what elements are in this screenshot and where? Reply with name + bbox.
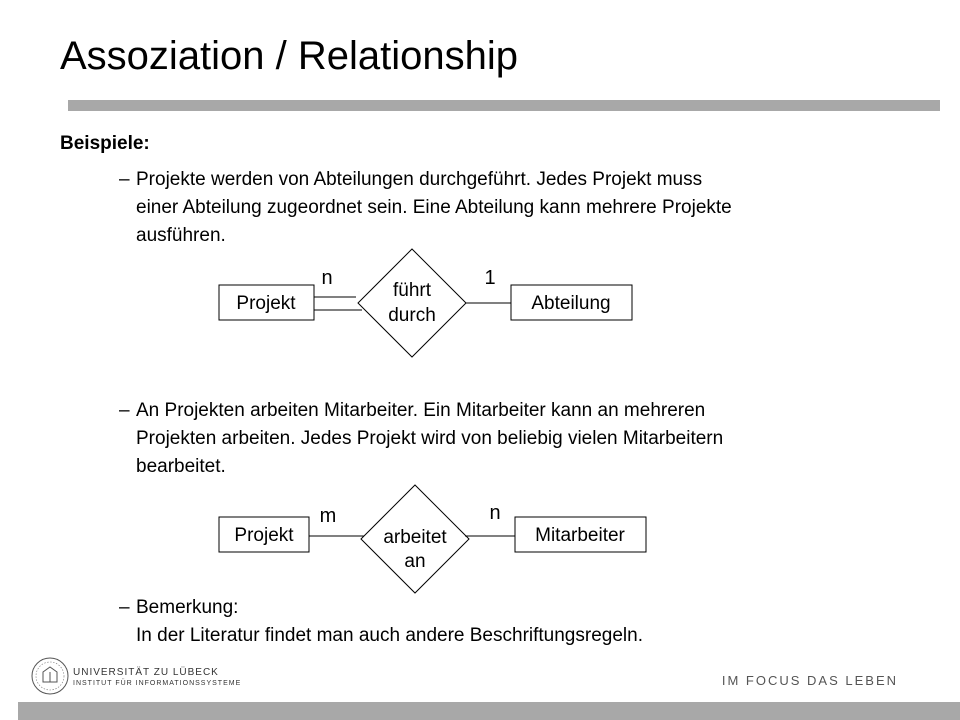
university-seal-logo <box>31 657 69 695</box>
entity-label-abteilung: Abteilung <box>531 293 610 314</box>
cardinality-left: m <box>320 505 337 527</box>
entity-label-projekt: Projekt <box>234 525 294 546</box>
title-divider <box>68 100 940 111</box>
relationship-label-line2: durch <box>388 305 436 326</box>
cardinality-right: 1 <box>484 267 495 289</box>
er-diagram-1: Projekt führt durch Abteilung n 1 <box>218 248 633 358</box>
relationship-diamond-fuehrt-durch <box>357 248 467 358</box>
footer-bar <box>18 702 960 720</box>
bullet-dash: – <box>119 597 130 618</box>
entity-box-projekt <box>218 516 310 553</box>
cardinality-left: n <box>321 267 332 289</box>
slogan: IM FOCUS DAS LEBEN <box>721 673 898 688</box>
entity-box-mitarbeiter <box>514 516 647 553</box>
bullet-text: Projekte werden von Abteilungen durchgef… <box>136 169 732 246</box>
bullet-text: Bemerkung: In der Literatur findet man a… <box>136 597 643 646</box>
relationship-label-line1: arbeitet <box>383 527 447 548</box>
cardinality-right: n <box>489 502 500 524</box>
relationship-diamond-arbeitet-an <box>360 484 470 594</box>
er-diagram-2: Projekt arbeitet an Mitarbeiter m n <box>218 484 647 594</box>
entity-label-mitarbeiter: Mitarbeiter <box>535 525 625 546</box>
examples-heading: Beispiele: <box>60 133 150 154</box>
bullet-dash: – <box>119 169 130 190</box>
entity-box-projekt <box>218 284 315 321</box>
relationship-label-line1: führt <box>393 280 432 301</box>
slide-title: Assoziation / Relationship <box>60 34 519 78</box>
university-name: UNIVERSITÄT ZU LÜBECK <box>73 667 219 678</box>
bullet-text: An Projekten arbeiten Mitarbeiter. Ein M… <box>136 400 724 477</box>
bullet-dash: – <box>119 400 130 421</box>
entity-label-projekt: Projekt <box>236 293 296 314</box>
relationship-label-line2: an <box>404 551 425 572</box>
entity-box-abteilung <box>510 284 633 321</box>
institute-name: INSTITUT FÜR INFORMATIONSSYSTEME <box>73 680 242 687</box>
